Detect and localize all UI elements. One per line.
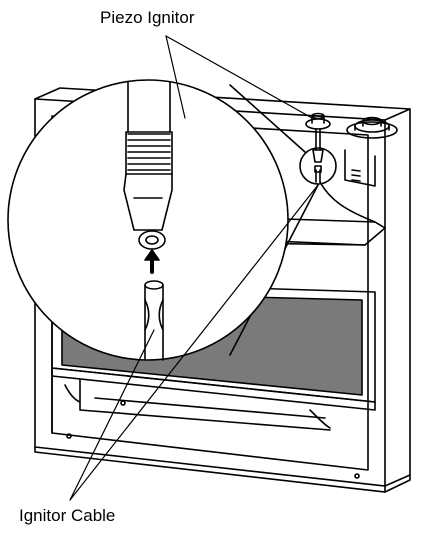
leader-lines bbox=[69, 35, 319, 501]
top-components bbox=[305, 112, 398, 139]
magnified-detail bbox=[7, 79, 319, 361]
piezo-ignitor-label: Piezo Ignitor bbox=[100, 8, 195, 27]
fireplace-frame bbox=[34, 87, 411, 493]
interior-ignitor-assembly bbox=[299, 128, 376, 223]
ignitor-cable-label: Ignitor Cable bbox=[19, 506, 116, 525]
